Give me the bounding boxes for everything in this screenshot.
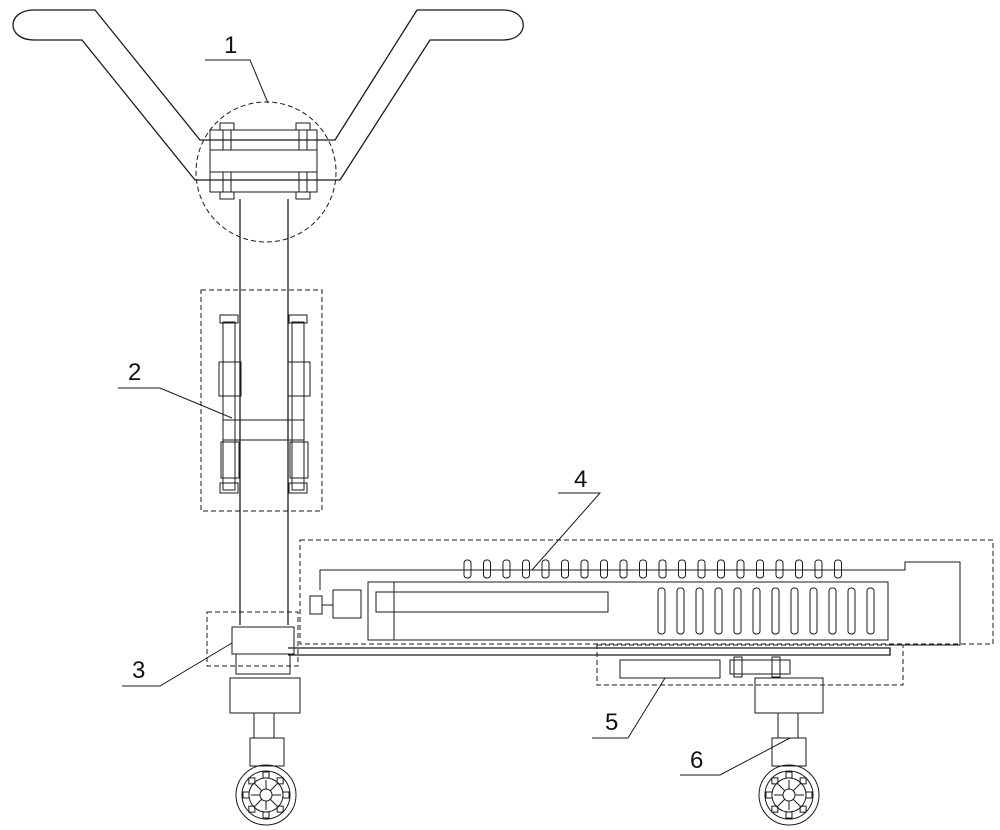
wheel-hub-slot bbox=[276, 805, 284, 813]
wheel-spoke bbox=[269, 798, 277, 806]
height-adjuster bbox=[218, 314, 311, 494]
wheel-hub-slot bbox=[765, 791, 773, 799]
wheel-hub-slot bbox=[282, 791, 290, 799]
reference-label-1: 1 bbox=[224, 32, 237, 59]
detail-box-4 bbox=[299, 539, 994, 645]
spring bbox=[795, 559, 803, 579]
spring bbox=[561, 559, 569, 579]
handlebar bbox=[12, 9, 524, 181]
spring bbox=[771, 587, 780, 635]
wheel-hub-slot bbox=[799, 805, 807, 813]
pivot-joint bbox=[231, 626, 295, 675]
spring bbox=[580, 559, 589, 579]
spring bbox=[828, 587, 837, 635]
wheel-hub-slot bbox=[805, 791, 813, 799]
wheel-spoke bbox=[792, 798, 800, 806]
handlebar-clamp bbox=[209, 122, 318, 200]
wheel-hub-slot bbox=[262, 811, 270, 819]
spring bbox=[695, 587, 704, 635]
spring bbox=[847, 587, 856, 635]
wheel-hub-slot bbox=[771, 805, 779, 813]
wheel-spoke bbox=[778, 798, 786, 806]
reference-label-4: 4 bbox=[574, 466, 587, 493]
spring bbox=[600, 559, 608, 579]
spring bbox=[736, 559, 745, 579]
wheel-hub-slot bbox=[242, 791, 250, 799]
front-wheel-assembly bbox=[229, 677, 301, 826]
spring bbox=[790, 587, 799, 635]
spring bbox=[676, 587, 685, 635]
reference-label-3: 3 bbox=[132, 657, 145, 684]
wheel-hub-slot bbox=[785, 811, 793, 819]
spring bbox=[522, 559, 530, 579]
spring bbox=[733, 587, 742, 635]
spring bbox=[483, 559, 491, 579]
wheel-spoke bbox=[269, 784, 277, 792]
wheel-hub-slot bbox=[276, 777, 284, 785]
wheel-hub-slot bbox=[799, 777, 807, 785]
wheel-spoke bbox=[778, 784, 786, 792]
spring bbox=[809, 587, 818, 635]
spring bbox=[678, 559, 686, 579]
spring bbox=[756, 559, 764, 579]
spring bbox=[463, 559, 472, 579]
wheel-hub-slot bbox=[248, 777, 256, 785]
spring bbox=[814, 559, 823, 579]
spring bbox=[619, 559, 628, 579]
detail-box-3 bbox=[206, 611, 299, 667]
wheel-hub-slot bbox=[785, 771, 793, 779]
wheel-spoke bbox=[255, 784, 263, 792]
leader-lines bbox=[118, 59, 791, 776]
detail-box-2 bbox=[200, 289, 323, 512]
spring bbox=[752, 587, 761, 635]
detail-circle-1 bbox=[195, 101, 337, 243]
reference-label-5: 5 bbox=[605, 709, 618, 736]
spring bbox=[717, 559, 725, 579]
reference-label-2: 2 bbox=[128, 359, 141, 386]
upper-spring-row bbox=[463, 559, 842, 579]
detail-box-5 bbox=[596, 644, 904, 686]
spring bbox=[502, 559, 511, 579]
wheel-spokes bbox=[242, 771, 813, 819]
spring bbox=[866, 587, 875, 635]
wheel-hub-slot bbox=[248, 805, 256, 813]
rear-slider bbox=[619, 647, 890, 679]
spring bbox=[714, 587, 723, 635]
spring bbox=[639, 559, 647, 579]
wheel-spoke bbox=[792, 784, 800, 792]
steering-column bbox=[239, 199, 289, 625]
deck bbox=[288, 561, 961, 656]
wheel-spoke bbox=[255, 798, 263, 806]
lower-spring-row bbox=[657, 587, 875, 635]
spring bbox=[834, 559, 842, 579]
wheel-hub-slot bbox=[771, 777, 779, 785]
spring bbox=[657, 587, 666, 635]
spring bbox=[658, 559, 667, 579]
wheel-hub-slot bbox=[262, 771, 270, 779]
reference-label-6: 6 bbox=[690, 747, 703, 774]
spring bbox=[541, 559, 550, 579]
spring bbox=[775, 559, 784, 579]
spring bbox=[697, 559, 706, 579]
